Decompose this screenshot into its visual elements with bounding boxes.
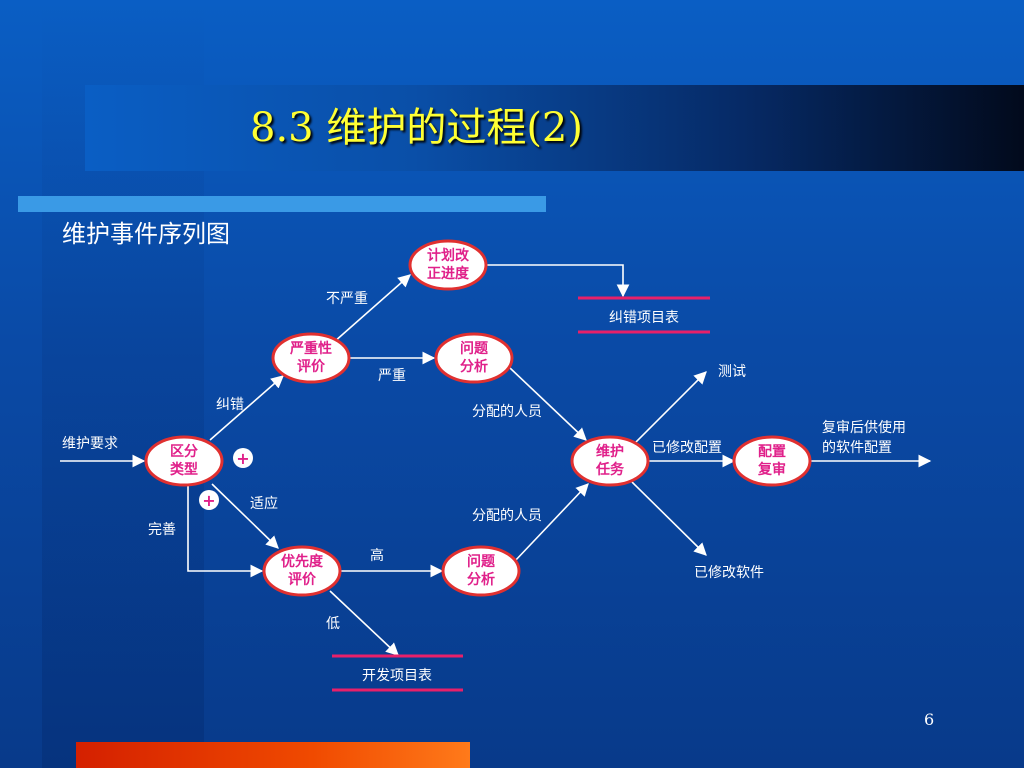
svg-text:配置: 配置 (758, 443, 786, 460)
edge-perfect-priority (187, 485, 264, 578)
svg-text:+: + (236, 449, 249, 468)
label-not-severe: 不严重 (326, 291, 368, 307)
svg-text:计划改: 计划改 (427, 247, 470, 264)
dev-list-label: 开发项目表 (362, 668, 432, 684)
svg-text:+: + (202, 491, 215, 510)
node-priority: 优先度 评价 (262, 545, 342, 597)
slide-title: 8.3 维护的过程(2) (250, 105, 583, 151)
svg-text:问题: 问题 (467, 553, 496, 570)
svg-text:分析: 分析 (467, 571, 495, 588)
svg-text:任务: 任务 (595, 461, 625, 478)
edge-severity-plan (333, 274, 411, 343)
edge-plan-fixlist (486, 264, 630, 298)
plus-mark-bottom: + (199, 490, 219, 510)
svg-text:评价: 评价 (297, 359, 326, 375)
node-classify: 区分 类型 (144, 435, 224, 487)
node-analysis-bottom: 问题 分析 (441, 545, 521, 597)
edge-maintain-software (631, 481, 707, 556)
label-request: 维护要求 (62, 436, 118, 452)
title-banner (85, 85, 1024, 171)
svg-text:优先度: 优先度 (281, 553, 324, 570)
fix-list-label: 纠错项目表 (609, 310, 679, 326)
accent-bar (18, 196, 546, 212)
label-perfect: 完善 (148, 522, 176, 538)
node-severity: 严重性 评价 (271, 332, 351, 384)
node-analysis-top: 问题 分析 (434, 332, 514, 384)
label-output-line1: 复审后供使用 (822, 419, 906, 436)
label-correct: 纠错 (216, 397, 244, 413)
edge-analysis-maintain-2 (513, 483, 589, 563)
label-adapt: 适应 (250, 495, 278, 512)
plus-mark-top: + (233, 448, 253, 468)
svg-text:复审: 复审 (757, 461, 786, 478)
svg-text:严重性: 严重性 (289, 340, 332, 357)
label-high: 高 (370, 547, 384, 564)
label-modified-config: 已修改配置 (652, 440, 722, 456)
edge-classify-severity (209, 375, 284, 441)
svg-text:评价: 评价 (288, 572, 317, 588)
label-assigned-bottom: 分配的人员 (472, 508, 542, 524)
svg-text:区分: 区分 (170, 444, 198, 460)
label-assigned-top: 分配的人员 (472, 404, 542, 420)
bottom-accent-bar (76, 742, 470, 768)
label-test: 测试 (718, 364, 746, 380)
svg-text:类型: 类型 (170, 461, 198, 478)
edge-priority-devlist (329, 590, 399, 656)
svg-text:问题: 问题 (460, 340, 489, 357)
svg-text:维护: 维护 (596, 443, 624, 460)
node-config-review: 配置 复审 (732, 435, 812, 487)
label-low: 低 (326, 616, 340, 632)
svg-text:分析: 分析 (460, 358, 488, 375)
page-number: 6 (924, 710, 935, 729)
edge-analysis-maintain (509, 367, 587, 441)
slide-subtitle: 维护事件序列图 (62, 220, 230, 248)
label-output-line2: 的软件配置 (822, 440, 892, 456)
svg-text:正进度: 正进度 (427, 265, 470, 282)
edge-classify-priority (211, 483, 279, 549)
label-modified-software: 已修改软件 (694, 565, 764, 581)
label-severe: 严重 (378, 368, 406, 384)
node-plan: 计划改 正进度 (408, 239, 488, 291)
edge-maintain-test (631, 371, 707, 447)
node-maintain: 维护 任务 (570, 435, 650, 487)
